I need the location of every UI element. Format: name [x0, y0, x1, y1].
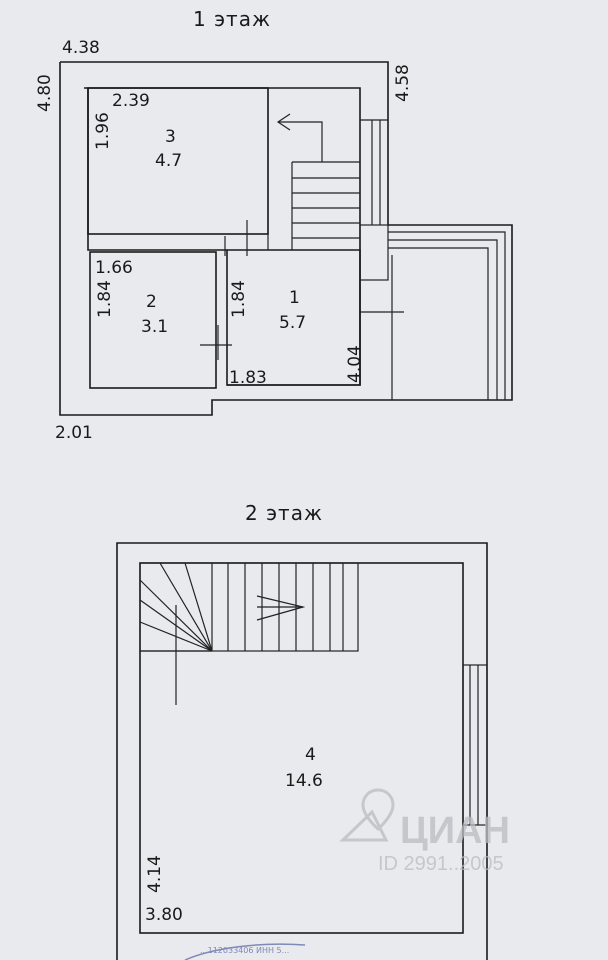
room-1-area: 5.7: [279, 313, 306, 333]
floor-2-window-right: [462, 664, 488, 826]
floor-1-plan: 1 этаж: [35, 7, 513, 443]
floor-2-staircase: [139, 562, 359, 705]
room-1-outline: [227, 249, 361, 386]
floor-2-inner-wall: [139, 562, 464, 934]
floor-2-plan: 2 этаж: [116, 501, 488, 960]
watermark-id: ID 2991..2005: [378, 853, 504, 875]
floor-1-doors: [200, 220, 248, 360]
room-1-number: 1: [289, 288, 300, 308]
room-4-area: 14.6: [285, 771, 323, 791]
floor-1-outer-wall-outline: [59, 61, 513, 416]
dim-room-1-height: 1.84: [229, 280, 249, 318]
dim-room-3-width: 2.39: [112, 91, 150, 111]
stamp: ...112033406 ИНН 5...: [184, 943, 306, 960]
cian-watermark: ЦИАН ID 2991..2005: [339, 788, 510, 875]
floor-2-title: 2 этаж: [245, 501, 323, 525]
stamp-text: ...112033406 ИНН 5...: [200, 946, 289, 955]
dim-room-1-depth: 4.04: [345, 345, 365, 383]
room-3-area: 4.7: [155, 151, 182, 171]
room-2-outline: [89, 251, 217, 389]
floor-2-outer-wall: [116, 542, 488, 960]
floor-1-staircase: [267, 88, 360, 250]
room-4-number: 4: [305, 745, 316, 765]
location-pin-icon: [361, 788, 395, 831]
dim-floor-2-height: 4.14: [145, 855, 165, 893]
stair-direction-arrow: [278, 121, 323, 162]
dim-bottom-width: 2.01: [55, 423, 93, 443]
cian-logo-icon: [339, 809, 389, 842]
watermark-brand: ЦИАН: [400, 810, 510, 852]
dim-room-1-width: 1.83: [229, 368, 267, 388]
room-3-number: 3: [165, 127, 176, 147]
dim-outer-width: 4.38: [62, 38, 100, 58]
dim-room-2-height: 1.84: [95, 280, 115, 318]
dim-floor-2-width: 3.80: [145, 905, 183, 925]
floor-1-porch: [359, 224, 506, 400]
floor-1-window-right: [360, 119, 388, 225]
dim-room-2-width: 1.66: [95, 258, 133, 278]
room-2-area: 3.1: [141, 317, 168, 337]
floor-1-title: 1 этаж: [193, 7, 271, 31]
dim-outer-height-left: 4.80: [35, 74, 55, 112]
dim-room-3-height: 1.96: [93, 112, 113, 150]
floor-1-inner-wall-outline: [84, 87, 361, 386]
room-2-number: 2: [146, 292, 157, 312]
dim-outer-height-right: 4.58: [393, 64, 413, 102]
